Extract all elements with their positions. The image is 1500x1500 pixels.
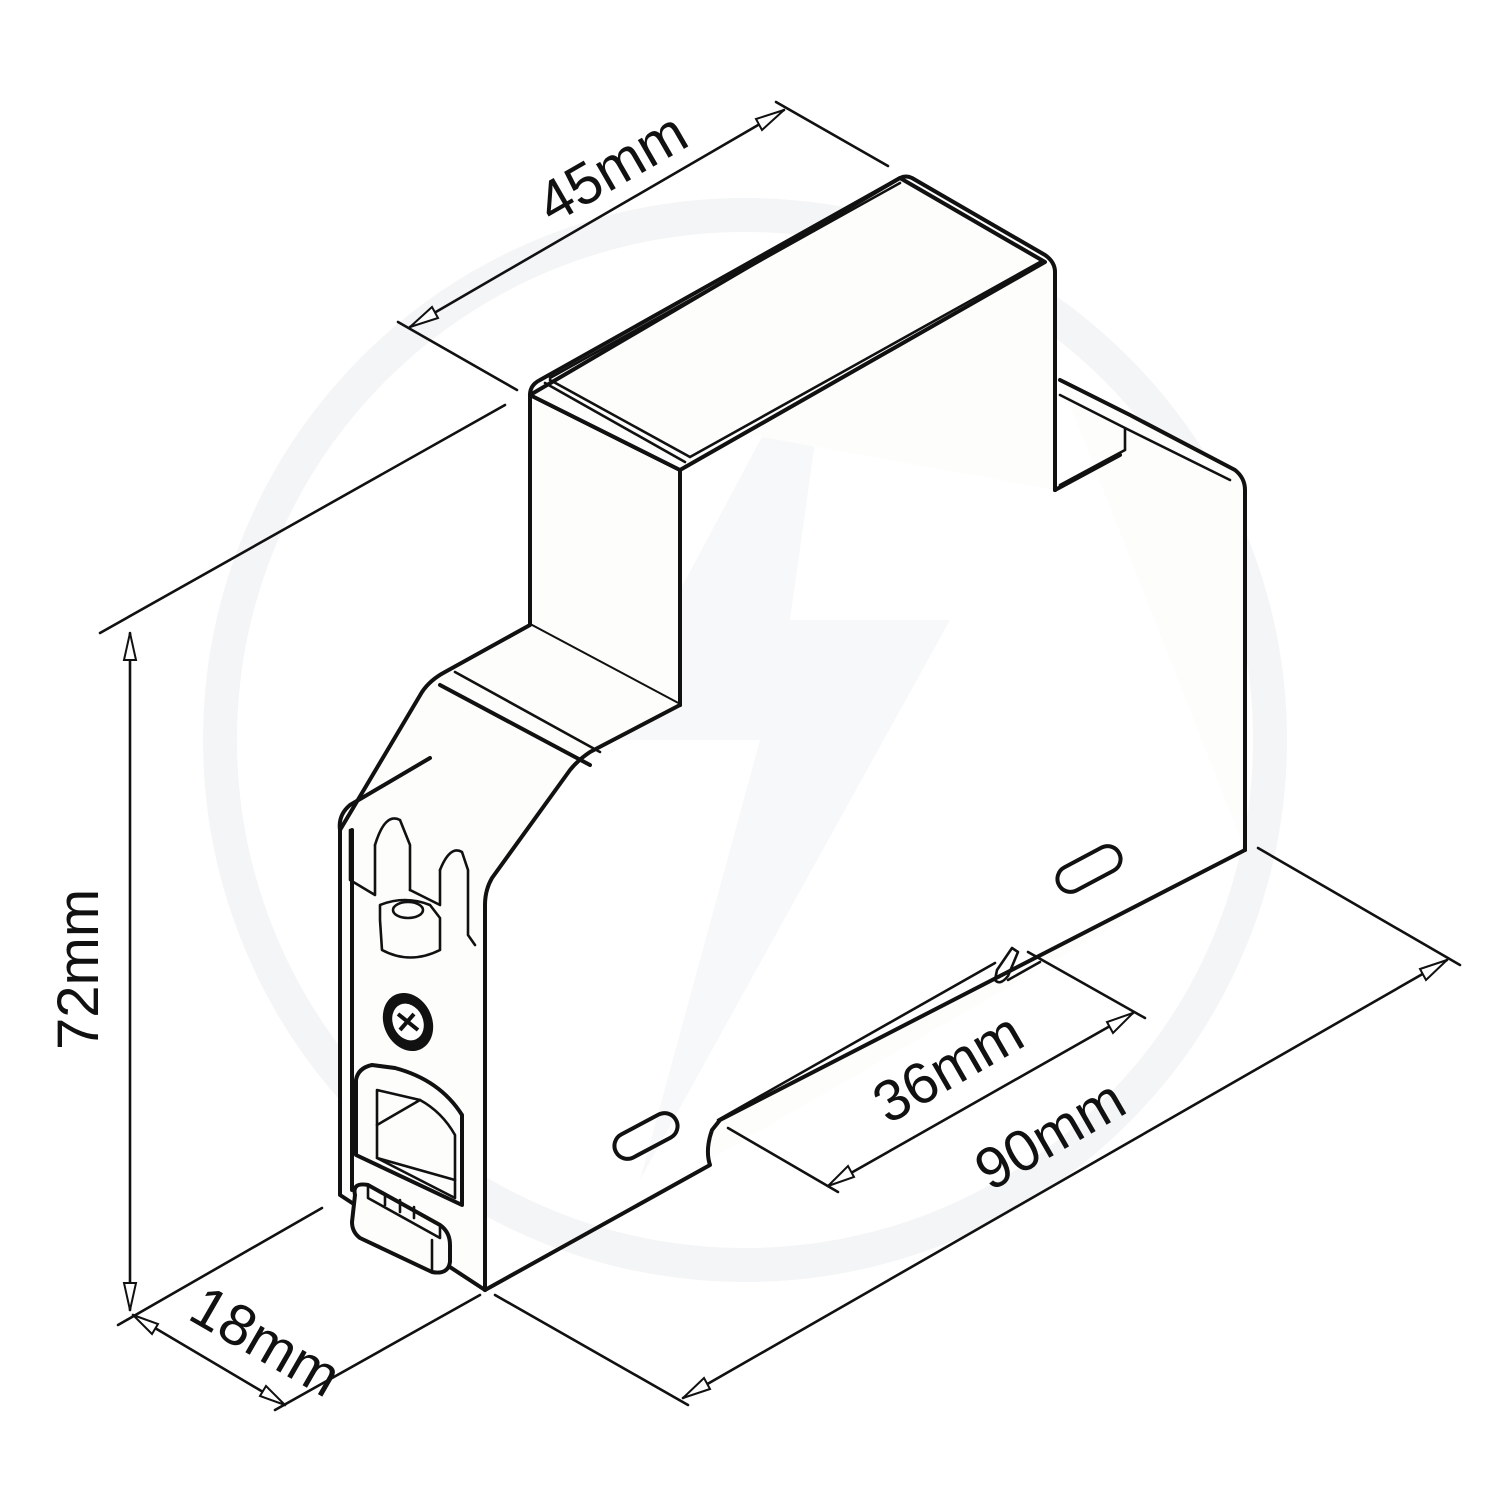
main-side-face — [483, 848, 1247, 1292]
mounting-slot-right — [1055, 844, 1123, 894]
din-rail-release-clip — [350, 1182, 452, 1275]
wire-entry-opening — [354, 1063, 464, 1207]
shoulder-top-face — [338, 623, 682, 1292]
terminal-clamp — [348, 817, 477, 959]
dimension-72mm: 72mm — [46, 403, 507, 1312]
mounting-slot-left — [612, 1111, 680, 1161]
back-step — [1053, 378, 1247, 852]
watermark-logo-icon — [203, 198, 1287, 1282]
dim-label-72mm: 72mm — [46, 889, 111, 1050]
device-body — [337, 174, 1247, 1292]
terminal-screw-icon — [382, 992, 434, 1052]
